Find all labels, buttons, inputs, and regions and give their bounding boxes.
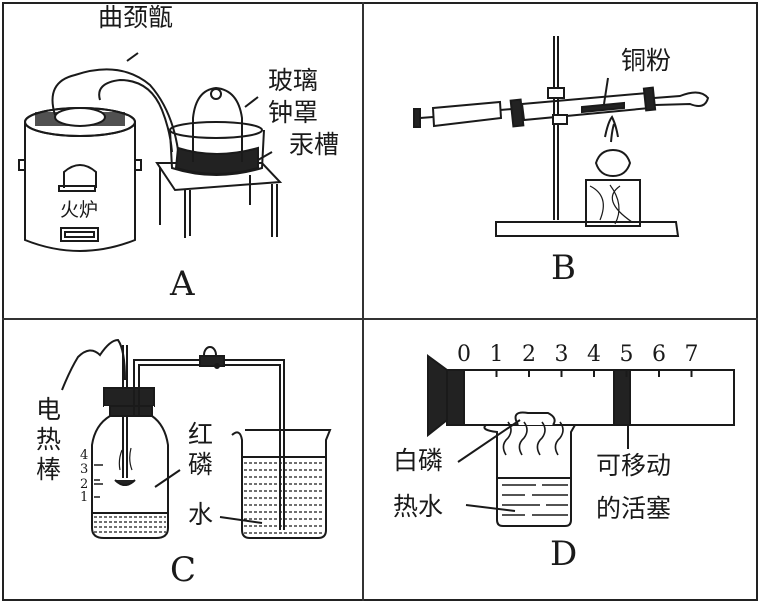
gas-bottle-icon: [91, 387, 181, 539]
furnace-label: 火炉: [60, 199, 99, 221]
bottle-scale-1: 1: [80, 490, 89, 505]
panel-a-caption: A: [170, 264, 195, 304]
bottle-scale-3: 3: [80, 462, 89, 477]
scale-number-4: 4: [587, 342, 601, 367]
scale-number-7: 7: [684, 342, 699, 367]
syringe-icon: [413, 100, 513, 128]
hot-water-beaker-icon: [457, 411, 576, 527]
movable-piston-label-line2: 的活塞: [596, 494, 672, 523]
mercury-trough-label: 汞槽: [289, 130, 340, 159]
connecting-tube-icon: [133, 346, 285, 530]
bottle-scale-4: 4: [80, 448, 89, 463]
glass-tube-icon: [509, 77, 710, 128]
vertical-divider: [362, 2, 364, 601]
water-label: 水: [188, 500, 214, 529]
scale-number-2: 2: [522, 342, 536, 367]
scale-number-1: 1: [489, 342, 504, 367]
hot-water-label: 热水: [393, 492, 444, 521]
heating-rod-label: 电热棒: [36, 395, 62, 484]
alcohol-lamp-icon: [585, 115, 641, 227]
panel-c-caption: C: [170, 550, 197, 590]
horizontal-divider: [2, 318, 758, 320]
red-phosphorus-label: 红磷: [188, 420, 214, 479]
mercury-trough-icon: [169, 121, 265, 176]
sealed-tube-icon: [427, 354, 735, 449]
retort-icon: [51, 52, 179, 153]
bottle-scale-2: 2: [80, 477, 89, 492]
beaker-icon: [219, 429, 332, 539]
panel-b-caption: B: [551, 248, 576, 288]
movable-piston-label-line1: 可移动: [596, 451, 672, 480]
bell-jar-label-line2: 钟罩: [268, 98, 319, 127]
white-phosphorus-label: 白磷: [393, 446, 444, 475]
copper-powder-label: 铜粉: [621, 46, 672, 75]
panel-d-caption: D: [550, 534, 578, 574]
bell-jar-label-line1: 玻璃: [268, 66, 319, 95]
scale-number-0: 0: [457, 342, 471, 367]
scale-number-5: 5: [619, 342, 634, 367]
scale-number-6: 6: [652, 342, 666, 367]
retort-label: 曲颈甑: [98, 3, 174, 32]
movable-piston-icon: [613, 369, 631, 426]
scale-number-3: 3: [554, 342, 569, 367]
bell-jar-icon: [192, 86, 273, 162]
